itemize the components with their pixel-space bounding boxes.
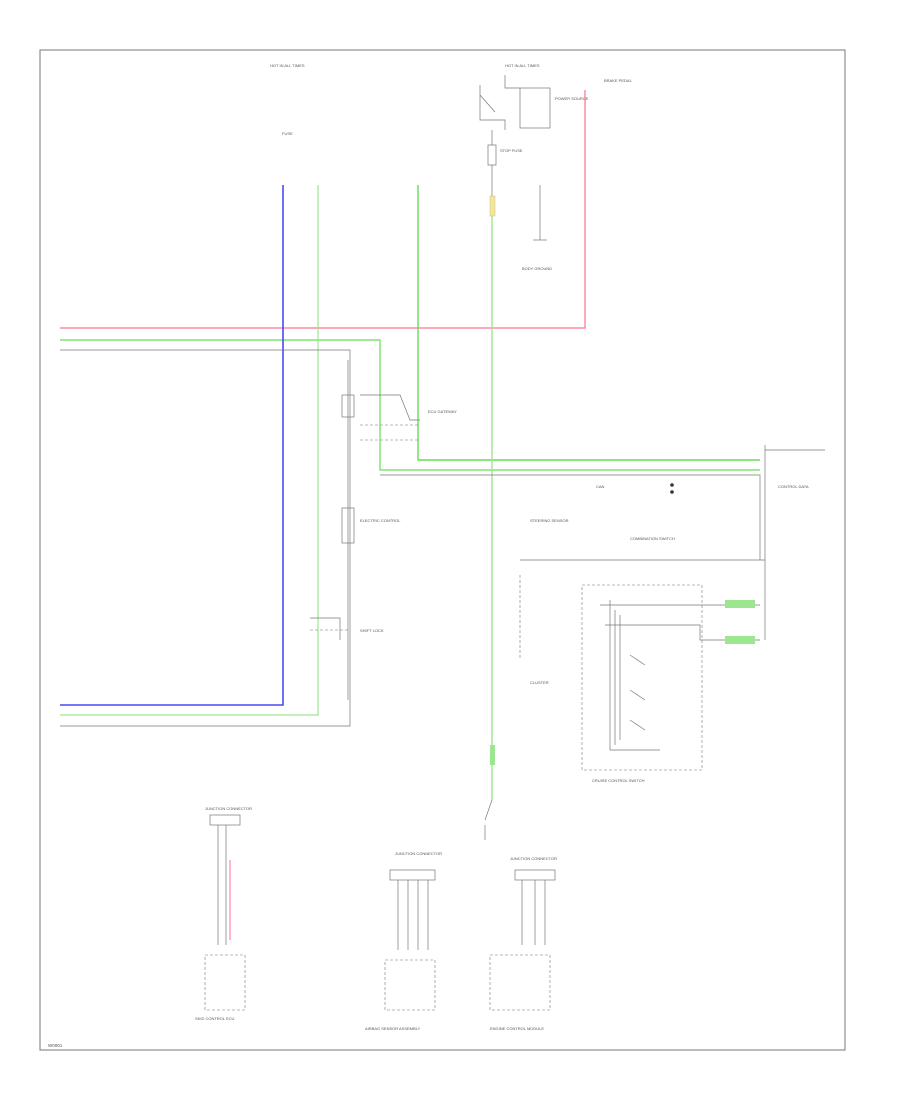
power-relay-box [519, 87, 551, 129]
label-body-ground: BODY GROUND [522, 266, 552, 271]
cruise-contact-3 [629, 719, 646, 731]
label-hot-center: HOT IN ALL TIMES [505, 63, 540, 68]
connector-yellow [489, 195, 496, 217]
label-power-relay: POWER SOURCE [555, 96, 589, 101]
gateway-switch [360, 394, 420, 421]
label-electric-combination: ELECTRIC CONTROL [360, 518, 401, 523]
wire-green-relay [417, 185, 760, 461]
shift-lock-wire [310, 617, 341, 640]
label-skid-ecu: SKID CONTROL ECU [195, 1016, 235, 1021]
label-cluster: CLUSTER [530, 680, 549, 685]
label-brake-relay: BRAKE PEDAL [604, 78, 633, 83]
stop-switch-contact [484, 799, 493, 821]
label-steering-sensor: STEERING SENSOR [530, 518, 569, 523]
label-junction-1: JUNCTION CONNECTOR [205, 806, 252, 811]
stop-switch-conn [490, 745, 495, 765]
junction-3-conn [514, 869, 556, 881]
skid-ecu-box [204, 954, 246, 1011]
junction-1-conn [209, 814, 241, 826]
wire-green-bottom [60, 185, 319, 716]
stop-fuse [487, 144, 497, 166]
diagram-frame [39, 49, 846, 1051]
label-hot-left: HOT IN ALL TIMES [270, 63, 305, 68]
cruise-contact-1 [629, 654, 646, 666]
wire-blue [60, 185, 284, 706]
cruise-contact-2 [629, 689, 646, 701]
label-junction-3: JUNCTION CONNECTOR [510, 856, 557, 861]
relay-switch [479, 85, 506, 130]
cruise-conn-1 [725, 600, 755, 608]
relay-contact [479, 94, 496, 113]
engine-ecu-box [489, 954, 551, 1011]
relay-feed [504, 75, 520, 89]
junction-dot-1 [670, 483, 674, 487]
label-airbag: AIRBAG SENSOR ASSEMBLY [365, 1026, 421, 1031]
cruise-switch-box [581, 584, 703, 771]
junction-2-conn [389, 869, 436, 881]
footer-id: W0001 [48, 1043, 63, 1048]
junction-dot-2 [670, 490, 674, 494]
label-junction-2: JUNCTION CONNECTOR [395, 851, 442, 856]
wire-gray-right [380, 474, 761, 560]
label-stop-fuse: STOP FUSE [500, 148, 523, 153]
wire-green-top [60, 339, 760, 471]
cruise-bus-1 [609, 600, 660, 751]
label-shift-lock: SHIFT LOCK [360, 628, 384, 633]
wire-gray-bottom [60, 349, 351, 727]
label-ecu-gateway: ECU GATEWAY [428, 409, 457, 414]
label-fuse-box: FUSE [282, 131, 293, 136]
airbag-box [384, 959, 436, 1011]
label-control-data: CONTROL DATA [778, 484, 809, 489]
label-connector-can: CAN [596, 484, 605, 489]
cruise-conn-2 [725, 636, 755, 644]
label-engine-ecu: ENGINE CONTROL MODULE [490, 1026, 544, 1031]
wire-red [60, 90, 586, 329]
label-combination-switch: COMBINATION SWITCH [630, 536, 675, 541]
label-cruise-switch: CRUISE CONTROL SWITCH [592, 778, 645, 783]
